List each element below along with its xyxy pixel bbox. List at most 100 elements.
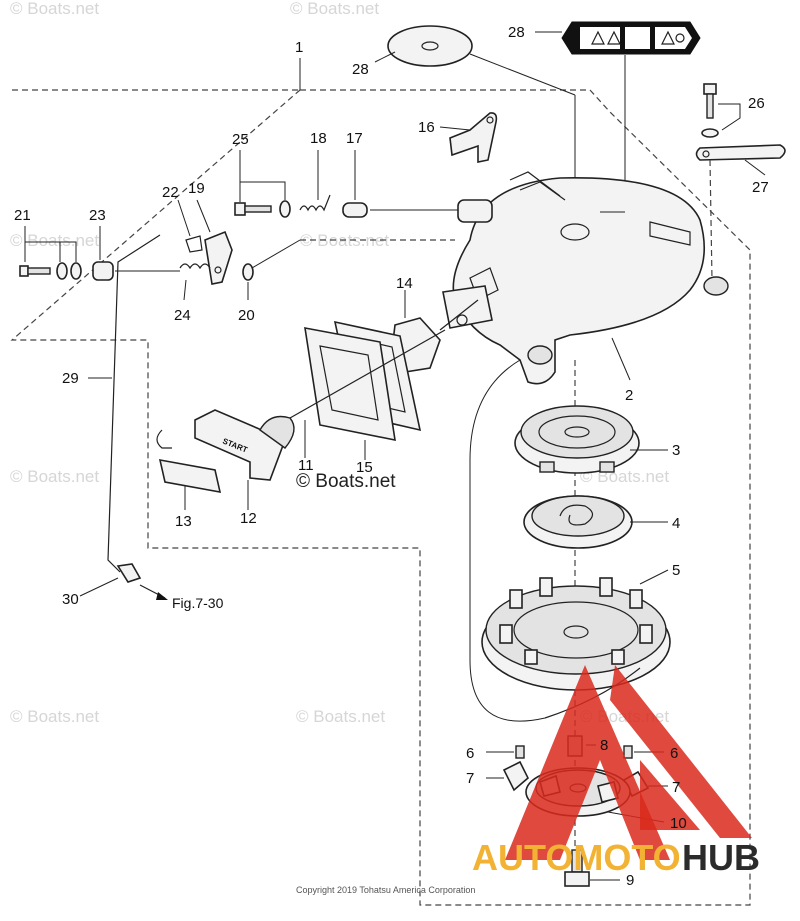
rope-path <box>469 359 546 722</box>
case-mount-boss <box>703 276 729 296</box>
callout-number: 11 <box>298 457 314 474</box>
lock-arm <box>457 199 493 223</box>
pulley-rib <box>599 577 613 597</box>
lever <box>449 112 498 163</box>
washer <box>70 262 82 280</box>
copyright-text: Copyright 2019 Tohatsu America Corporati… <box>296 885 475 895</box>
callout-leader <box>177 199 191 237</box>
washer <box>279 200 291 218</box>
callout-leader <box>469 53 576 96</box>
callout-number: 7 <box>672 779 680 796</box>
warning-triangle-icon <box>661 30 675 45</box>
rope-guide-cover-inner <box>319 345 379 421</box>
callout-leader <box>611 337 631 381</box>
case-fin <box>509 171 566 201</box>
starter-handle <box>194 409 287 481</box>
logo-text-secondary: HUB <box>682 837 760 878</box>
screw-head <box>19 265 29 277</box>
bracket-hole <box>702 150 710 158</box>
clip <box>185 235 203 253</box>
bracket-strap <box>695 144 786 161</box>
callout-leader <box>718 103 741 131</box>
reel-tab <box>539 461 555 473</box>
callout-number: 26 <box>748 95 765 112</box>
case-center-hole <box>560 223 590 241</box>
callout-number: 28 <box>352 61 369 78</box>
spring <box>299 194 331 212</box>
pulley-rib <box>539 577 553 597</box>
warning-triangle-icon <box>607 30 621 45</box>
callout-leader <box>439 126 471 131</box>
decal-disc-hole <box>421 41 439 51</box>
warning-label-decal <box>561 21 701 55</box>
callout-number: 7 <box>466 770 474 787</box>
callout-number: 12 <box>240 510 257 527</box>
screw-shank <box>27 267 51 275</box>
callout-leader <box>639 569 669 585</box>
starter-rope <box>289 329 446 419</box>
stopper-plate <box>204 230 233 285</box>
screw-shank <box>244 205 272 213</box>
decal-disc <box>387 25 473 67</box>
spring <box>179 263 211 270</box>
pulley-rib <box>611 649 625 665</box>
rope-knot <box>156 429 172 449</box>
callout-leader <box>196 199 211 233</box>
logo-triangle-icon <box>505 665 670 860</box>
pulley-rib <box>629 589 643 609</box>
callout-number: 28 <box>508 24 525 41</box>
pawl-spring <box>515 745 525 759</box>
assembly-guide <box>709 159 713 281</box>
watermark: © Boats.net <box>296 707 385 726</box>
watermark: © Boats.net <box>10 231 99 250</box>
reel-plate <box>514 405 640 474</box>
logo-text-primary: AUTOMOTO <box>472 837 681 878</box>
callout-number: 14 <box>396 275 413 292</box>
collar <box>92 261 114 281</box>
callout-leader <box>79 577 119 597</box>
center-bolt-head <box>564 871 590 887</box>
callout-leader <box>183 279 187 301</box>
reel-tab <box>599 461 615 473</box>
callout-number: 6 <box>670 745 678 762</box>
callout-number: 19 <box>188 180 205 197</box>
bolt-shank <box>706 93 714 119</box>
callout-number: 22 <box>162 184 179 201</box>
pulley-rib <box>524 649 538 665</box>
reel-hole <box>564 426 590 438</box>
callout-number: 24 <box>174 307 191 324</box>
callout-number: 17 <box>346 130 363 147</box>
assembly-boundary <box>10 89 751 906</box>
pulley-rib <box>499 624 513 644</box>
pawl-spring <box>623 745 633 759</box>
watermark: © Boats.net <box>10 467 99 486</box>
recoil-spring <box>523 495 633 549</box>
rope-pulley <box>481 577 671 691</box>
callout-number: 27 <box>752 179 769 196</box>
rod-clip <box>116 563 142 583</box>
callout-number: 13 <box>175 513 192 530</box>
callout-leader <box>744 159 766 176</box>
lever-hole <box>486 116 494 124</box>
pulley-rib <box>639 624 653 644</box>
logo-triangle-icon <box>610 665 752 838</box>
callout-number: 18 <box>310 130 327 147</box>
rope-guide-hole <box>456 314 468 326</box>
watermark: © Boats.net <box>296 471 396 492</box>
callout-number: 4 <box>672 515 680 532</box>
callout-number: 23 <box>89 207 106 224</box>
callout-number: 6 <box>466 745 474 762</box>
handle-grip <box>259 415 295 449</box>
case-fin <box>649 221 691 246</box>
watermark: © Boats.net <box>290 0 379 18</box>
washer <box>56 262 68 280</box>
callout-number: 15 <box>356 459 373 476</box>
callout-number: 8 <box>600 737 608 754</box>
callout-number: 29 <box>62 370 79 387</box>
callout-number: 1 <box>295 39 303 56</box>
callout-leader <box>239 150 286 202</box>
washer <box>242 263 254 281</box>
collar <box>342 202 368 218</box>
